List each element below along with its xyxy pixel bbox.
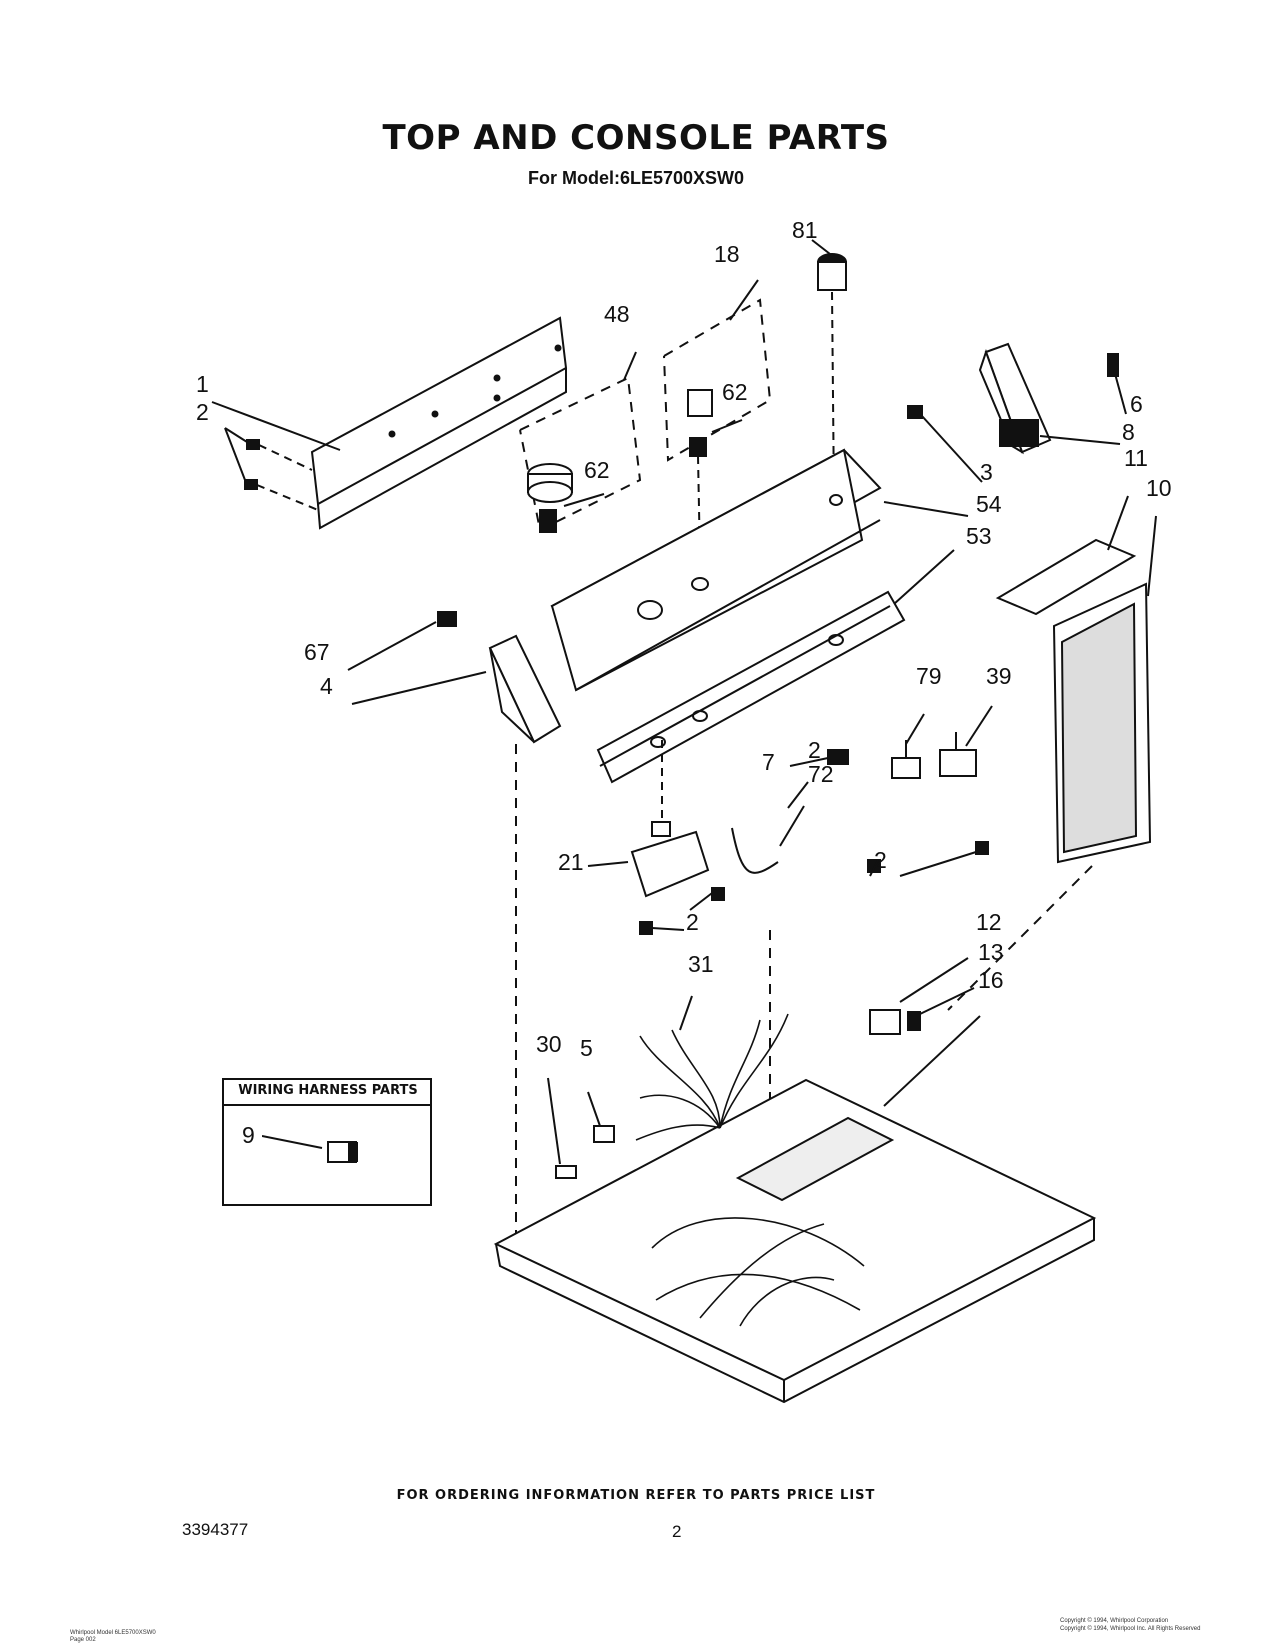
callout-label: 10 <box>1146 475 1172 501</box>
callout-label: 48 <box>604 301 630 327</box>
callout-label: 39 <box>986 663 1012 689</box>
callout-label: 7 <box>762 749 775 775</box>
page-title: TOP AND CONSOLE PARTS <box>382 118 890 158</box>
connector-9-icon <box>262 1135 358 1163</box>
screw <box>975 841 989 855</box>
top-rear-panel <box>310 316 568 530</box>
top-cabinet <box>493 1078 1097 1404</box>
callout-label: 1 <box>196 371 209 397</box>
callout-label: 54 <box>976 491 1002 517</box>
callout-label: 2 <box>686 909 699 935</box>
callout-label: 18 <box>714 241 740 267</box>
end-cap-left-4 <box>437 611 562 744</box>
part-30 <box>555 1165 577 1179</box>
part-5 <box>593 1125 615 1143</box>
footer-small-left: Whirlpool Model 6LE5700XSW0 Page 002 <box>70 1630 156 1643</box>
callout-label: 53 <box>966 523 992 549</box>
callout-label: 31 <box>688 951 714 977</box>
ordering-note: FOR ORDERING INFORMATION REFER TO PARTS … <box>396 1488 876 1503</box>
callout-label: 79 <box>916 663 942 689</box>
part-12-13 <box>869 1009 901 1035</box>
callout-label: 4 <box>320 673 333 699</box>
callout-label: 62 <box>722 379 748 405</box>
document-number: 3394377 <box>182 1520 249 1539</box>
callout-label: 2 <box>196 399 209 425</box>
part-16 <box>907 1011 921 1031</box>
wiring-harness-part-number: 9 <box>242 1122 255 1148</box>
callout-label: 21 <box>558 849 584 875</box>
fuse-holder-7 <box>827 749 849 765</box>
wiring-harness-box-title: WIRING HARNESS PARTS <box>238 1083 418 1098</box>
page-number: 2 <box>672 1522 682 1541</box>
switch-79 <box>891 740 921 779</box>
model-subtitle: For Model:6LE5700XSW0 <box>527 168 745 188</box>
wiring-harness-31 <box>635 1013 865 1327</box>
timer-21 <box>630 740 710 898</box>
thermal-fuse-wire <box>731 827 779 874</box>
callout-label: 3 <box>980 459 993 485</box>
push-button-81 <box>817 253 847 501</box>
control-knob-48 <box>527 463 573 533</box>
console-panel-54 <box>550 448 882 692</box>
callout-label: 6 <box>1130 391 1143 417</box>
callout-label: 30 <box>536 1031 562 1057</box>
end-cap-right <box>907 342 1119 455</box>
footer-copyright: Copyright © 1994, Whirlpool Corporation … <box>1060 1618 1201 1632</box>
callout-label: 13 <box>978 939 1004 965</box>
callout-label: 16 <box>978 967 1004 993</box>
screw <box>639 921 653 935</box>
callout-label: 5 <box>580 1035 593 1061</box>
callout-label: 2 <box>874 847 887 873</box>
callout-label: 2 <box>808 737 821 763</box>
knob-group-18-outline <box>663 298 772 462</box>
knob-group-48-outline <box>519 376 642 532</box>
callout-label: 12 <box>976 909 1002 935</box>
callout-label: 81 <box>792 217 818 243</box>
callout-label: 67 <box>304 639 330 665</box>
callout-label: 8 <box>1122 419 1135 445</box>
lint-filter-assembly <box>995 538 1152 864</box>
screw <box>711 887 725 901</box>
callout-label: 72 <box>808 761 834 787</box>
wiring-harness-box <box>222 1078 432 1206</box>
console-bracket-53 <box>596 590 906 784</box>
switch-39 <box>939 732 977 777</box>
screw-pair <box>224 427 319 511</box>
callout-label: 11 <box>1124 445 1148 471</box>
callout-label: 62 <box>584 457 610 483</box>
